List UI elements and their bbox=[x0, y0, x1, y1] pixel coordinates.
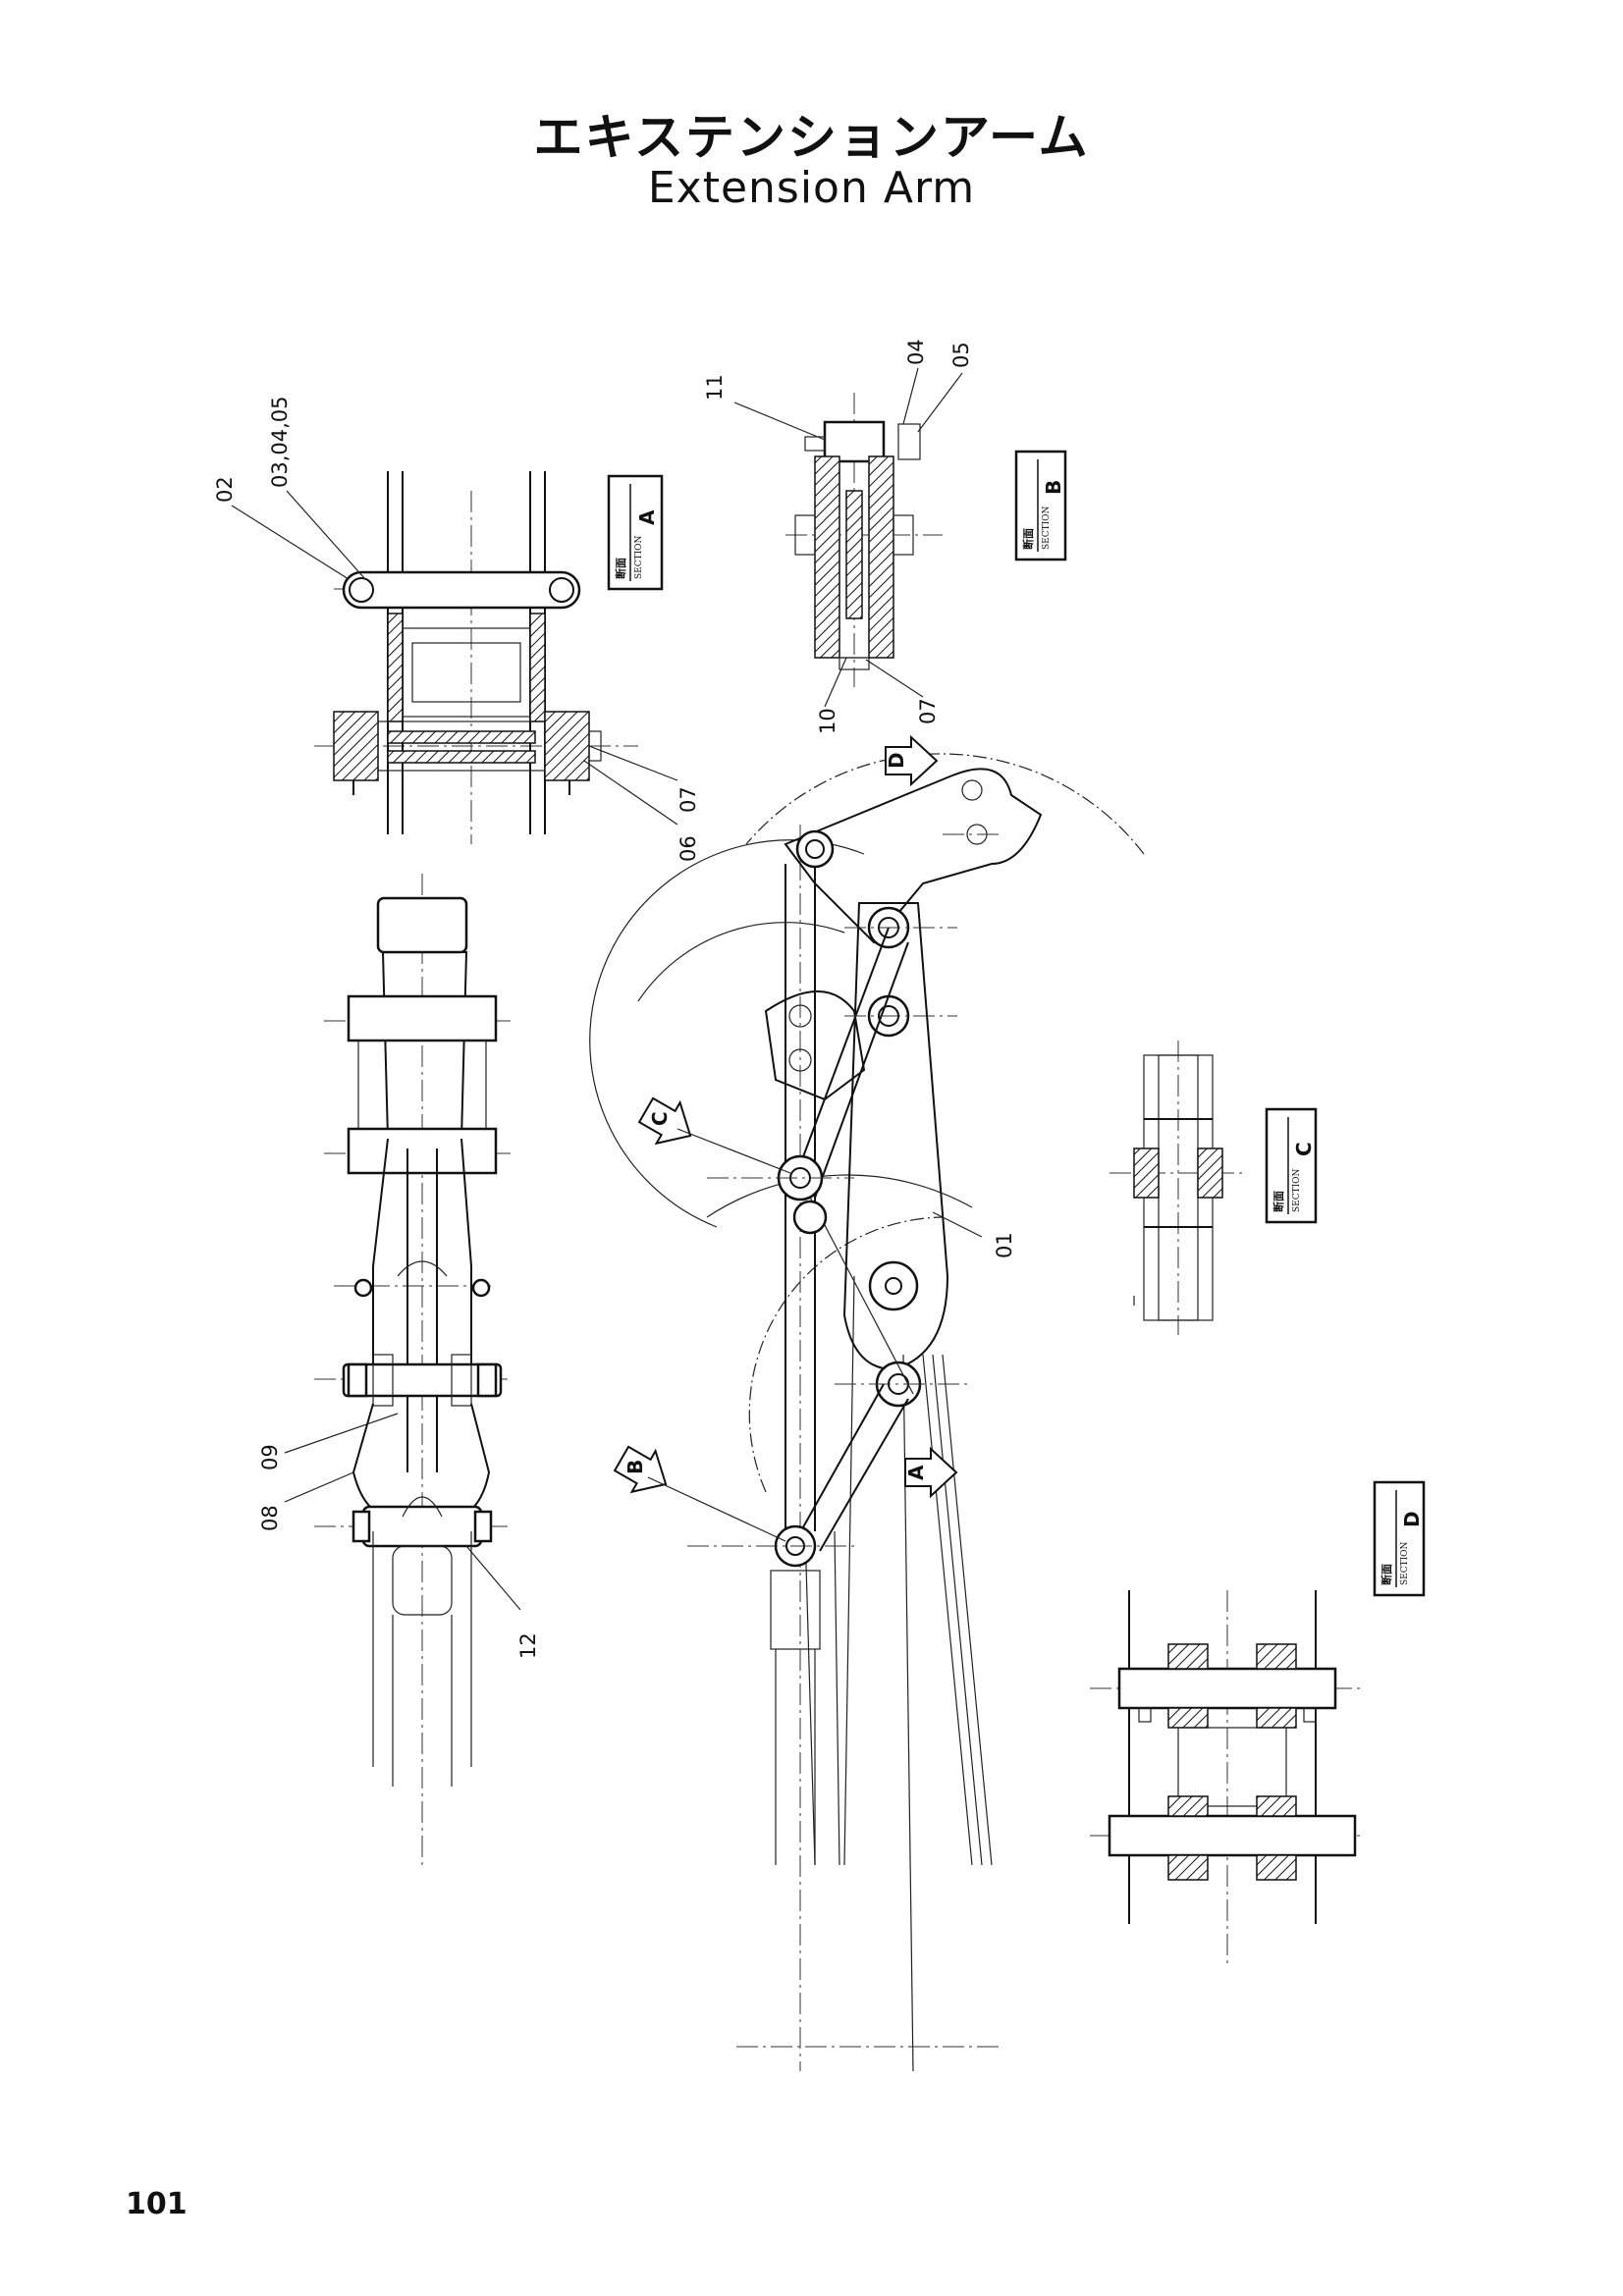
section-c-word: SECTION bbox=[1292, 1168, 1302, 1212]
callout-10: 10 bbox=[816, 708, 839, 734]
section-b-kanji: 断面 bbox=[1021, 528, 1035, 550]
section-marker-c-letter: C bbox=[648, 1111, 672, 1126]
section-c-letter: C bbox=[1292, 1142, 1316, 1156]
section-a-view bbox=[231, 471, 678, 844]
callout-06: 06 bbox=[676, 835, 700, 862]
section-a-word: SECTION bbox=[634, 535, 644, 579]
section-b-label: 断面 SECTION B bbox=[1014, 450, 1067, 561]
section-marker-b-letter: B bbox=[623, 1460, 647, 1474]
section-b-view bbox=[733, 367, 963, 708]
section-c-label: 断面 SECTION C bbox=[1265, 1107, 1318, 1224]
callout-12: 12 bbox=[516, 1632, 540, 1659]
section-d-letter: D bbox=[1400, 1511, 1424, 1527]
callout-01: 01 bbox=[993, 1232, 1016, 1258]
section-c-view bbox=[1109, 1041, 1242, 1335]
section-d-view bbox=[1090, 1590, 1365, 1963]
section-d-kanji: 断面 bbox=[1380, 1564, 1393, 1585]
left-top-view bbox=[284, 874, 521, 1865]
section-a-label: 断面 SECTION A bbox=[607, 474, 664, 591]
main-side-view bbox=[589, 753, 1145, 2072]
page-title-english: Extension Arm bbox=[647, 163, 976, 213]
section-c-kanji: 断面 bbox=[1271, 1191, 1285, 1212]
callout-11: 11 bbox=[703, 374, 727, 400]
callout-09: 09 bbox=[258, 1444, 282, 1470]
section-b-letter: B bbox=[1042, 480, 1065, 495]
callout-05: 05 bbox=[949, 342, 973, 368]
section-d-label: 断面 SECTION D bbox=[1373, 1480, 1426, 1597]
section-b-word: SECTION bbox=[1042, 506, 1052, 550]
section-marker-c: C bbox=[637, 1096, 692, 1146]
callout-02: 02 bbox=[213, 476, 237, 503]
callout-04: 04 bbox=[904, 339, 928, 365]
callout-03-04-05: 03,04,05 bbox=[268, 396, 292, 488]
page-title-japanese: エキステンションアーム bbox=[533, 109, 1090, 166]
section-marker-d: D bbox=[885, 734, 939, 787]
section-a-letter: A bbox=[635, 509, 659, 525]
callout-08: 08 bbox=[258, 1505, 282, 1531]
section-a-kanji: 断面 bbox=[614, 558, 627, 579]
section-marker-a: A bbox=[904, 1446, 958, 1499]
section-marker-b: B bbox=[613, 1445, 668, 1494]
section-d-word: SECTION bbox=[1400, 1541, 1410, 1585]
callout-07-section-a: 07 bbox=[676, 786, 700, 813]
section-marker-a-letter: A bbox=[904, 1465, 928, 1480]
section-marker-d-letter: D bbox=[885, 752, 908, 769]
page-number: 101 bbox=[126, 2187, 188, 2221]
callout-07-section-b: 07 bbox=[916, 698, 940, 724]
